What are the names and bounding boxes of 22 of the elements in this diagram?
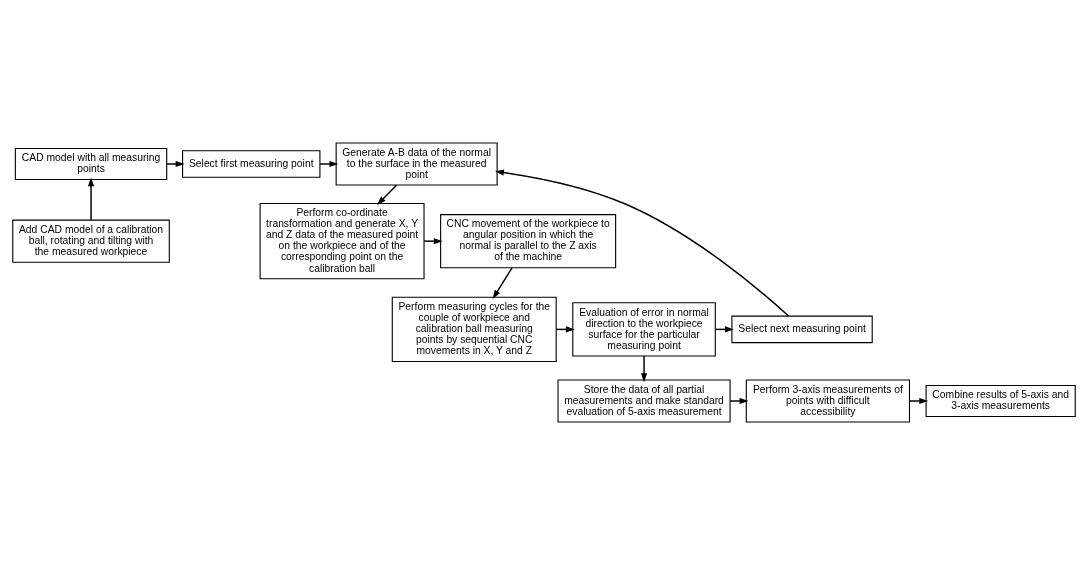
arrow bbox=[423, 238, 443, 245]
node-box: Combine results of 5-axis and 3-axis measurements bbox=[925, 384, 1076, 418]
node-box: Generate A-B data of the normal to the surface in the measured point bbox=[335, 142, 498, 186]
arrow bbox=[640, 355, 648, 383]
node-box: Evaluation of error in normal direction to the workpiece surface for the particular measuring point bbox=[572, 302, 716, 357]
node-box: Perform co-ordinate transformation and generate X, Y and Z data of the measured point on the workpiece and of the corresponding point on the calibration ball bbox=[259, 202, 425, 280]
node-box: Store the data of all partial measurements and make standard evaluation of 5-axis measurement bbox=[557, 379, 731, 423]
arrow bbox=[495, 169, 790, 317]
arrow bbox=[377, 184, 398, 205]
node-box: Perform measuring cycles for the couple of workpiece and calibration ball measuring points by sequential CNC movements in X, Y and Z bbox=[391, 296, 557, 363]
arrow bbox=[87, 177, 95, 221]
node-box: Add CAD model of a calibration ball, rotating and tilting with the measured workpiece bbox=[12, 219, 170, 263]
arrow bbox=[908, 397, 929, 405]
arrow bbox=[166, 160, 185, 168]
arrow bbox=[729, 397, 749, 405]
arrow bbox=[319, 160, 339, 168]
node-box: Perform 3-axis measurements of points with difficult accessibility bbox=[745, 379, 911, 423]
node-box: Select next measuring point bbox=[731, 315, 873, 344]
node-box: Select first measuring point bbox=[182, 150, 321, 178]
node-box: CAD model with all measuring points bbox=[14, 147, 168, 181]
node-box: CNC movement of the workpiece to angular position in which the normal is parallel to the Z axis of the machine bbox=[440, 214, 617, 269]
arrow bbox=[492, 267, 513, 300]
